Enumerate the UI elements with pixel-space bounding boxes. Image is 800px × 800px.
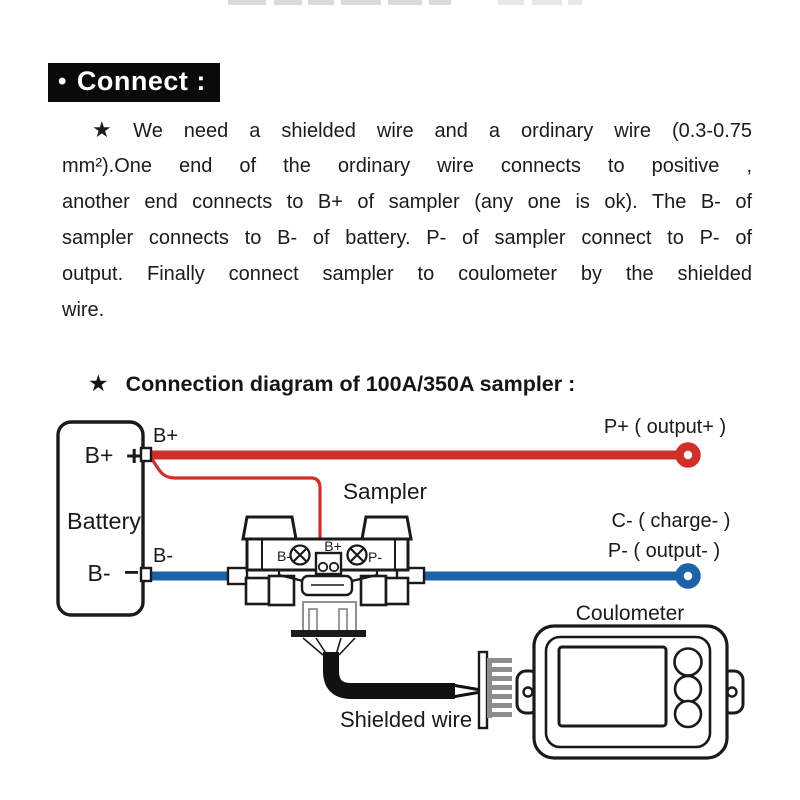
plug-base-plate bbox=[291, 630, 366, 637]
sampler-plug bbox=[302, 601, 357, 633]
screw-cross-icon bbox=[350, 548, 364, 562]
pin bbox=[487, 658, 512, 663]
wire-strands bbox=[302, 637, 356, 656]
battery-minus-label: B- bbox=[88, 560, 111, 586]
connector-hole bbox=[317, 561, 329, 573]
sampler-left-sleeve bbox=[226, 566, 249, 586]
paragraph-line: mm²).One end of the ordinary wire connec… bbox=[62, 155, 752, 177]
battery: B+ + Battery B- − bbox=[56, 420, 153, 617]
section-title: Connect : bbox=[76, 66, 206, 96]
battery-positive-terminal bbox=[139, 446, 153, 463]
sampler-left-lug bbox=[267, 574, 296, 607]
sampler-bplus-label: B+ bbox=[324, 538, 342, 554]
ear-hole bbox=[522, 686, 534, 698]
positive-sense-wire bbox=[150, 458, 322, 562]
paragraph-line: output. Finally connect sampler to coulo… bbox=[62, 263, 752, 285]
clipped-text-artifact bbox=[0, 0, 800, 7]
pin bbox=[487, 703, 512, 708]
coulometer-face bbox=[544, 635, 712, 749]
screw-cross-icon bbox=[293, 548, 307, 562]
shielded-wire-assembly: Shielded wire bbox=[291, 601, 512, 732]
coulometer-label: Coulometer bbox=[576, 602, 685, 625]
sampler-right-lug bbox=[359, 574, 388, 607]
coulometer-button bbox=[673, 647, 703, 677]
pin bbox=[487, 685, 512, 690]
paragraph-line: sampler connects to B- of battery. P- of… bbox=[62, 227, 752, 249]
wire-bplus-label: B+ bbox=[153, 425, 178, 447]
output-negative-label: P- ( output- ) bbox=[608, 540, 720, 562]
coulometer: Coulometer bbox=[515, 602, 745, 760]
pin bbox=[487, 667, 512, 672]
pin bbox=[487, 712, 512, 717]
battery-negative-terminal bbox=[139, 566, 153, 583]
connection-diagram: B+ + Battery B- − B+ B- P+ ( output+ ) C… bbox=[56, 416, 745, 760]
sampler-left-lug bbox=[244, 576, 271, 606]
paragraph-line: wire. bbox=[62, 299, 105, 321]
battery-body bbox=[56, 420, 145, 617]
diagram-heading-text: Connection diagram of 100A/350A sampler … bbox=[125, 372, 576, 396]
pin bbox=[487, 694, 512, 699]
cable-taper bbox=[451, 683, 482, 699]
minus-sign: − bbox=[124, 557, 139, 587]
connector-plate bbox=[477, 650, 489, 730]
connector-hole bbox=[328, 561, 340, 573]
paragraph-line: ★We need a shielded wire and a ordinary … bbox=[62, 112, 752, 148]
star-icon: ★ bbox=[92, 117, 128, 142]
positive-output-ring bbox=[675, 442, 701, 468]
diagram-heading: ★ Connection diagram of 100A/350A sampler… bbox=[88, 370, 800, 397]
bullet-icon: • bbox=[58, 68, 67, 95]
pin bbox=[487, 676, 512, 681]
sampler-right-lug bbox=[384, 576, 410, 606]
coulometer-screen bbox=[557, 645, 668, 728]
sampler-left-nut bbox=[241, 515, 298, 541]
intro-paragraph: ★We need a shielded wire and a ordinary … bbox=[62, 112, 752, 328]
ear-hole bbox=[726, 686, 738, 698]
star-icon: ★ bbox=[88, 370, 109, 396]
sampler: B- P- B+ bbox=[226, 515, 426, 607]
sampler-bminus-label: B- bbox=[277, 548, 291, 564]
section-header-connect: • Connect : bbox=[48, 63, 220, 102]
battery-label: Battery bbox=[67, 508, 141, 534]
shielded-wire-label: Shielded wire bbox=[340, 707, 472, 732]
paragraph-text: We need a shielded wire and a ordinary w… bbox=[133, 120, 752, 142]
battery-plus-label: B+ bbox=[85, 442, 114, 468]
charge-negative-label: C- ( charge- ) bbox=[612, 510, 731, 532]
pin-connector bbox=[487, 658, 512, 718]
output-positive-label: P+ ( output+ ) bbox=[604, 416, 726, 438]
wire-bminus-label: B- bbox=[153, 545, 173, 567]
sampler-pocket-edge bbox=[277, 570, 379, 583]
plus-sign: + bbox=[126, 440, 142, 471]
coulometer-button bbox=[673, 699, 703, 729]
paragraph-line: another end connects to B+ of sampler (a… bbox=[62, 191, 752, 213]
shielded-cable bbox=[323, 652, 455, 699]
sampler-pminus-label: P- bbox=[368, 549, 382, 565]
negative-output-ring bbox=[675, 563, 701, 589]
sampler-right-nut bbox=[360, 515, 413, 541]
sampler-label: Sampler bbox=[343, 479, 427, 504]
coulometer-button bbox=[673, 674, 703, 704]
